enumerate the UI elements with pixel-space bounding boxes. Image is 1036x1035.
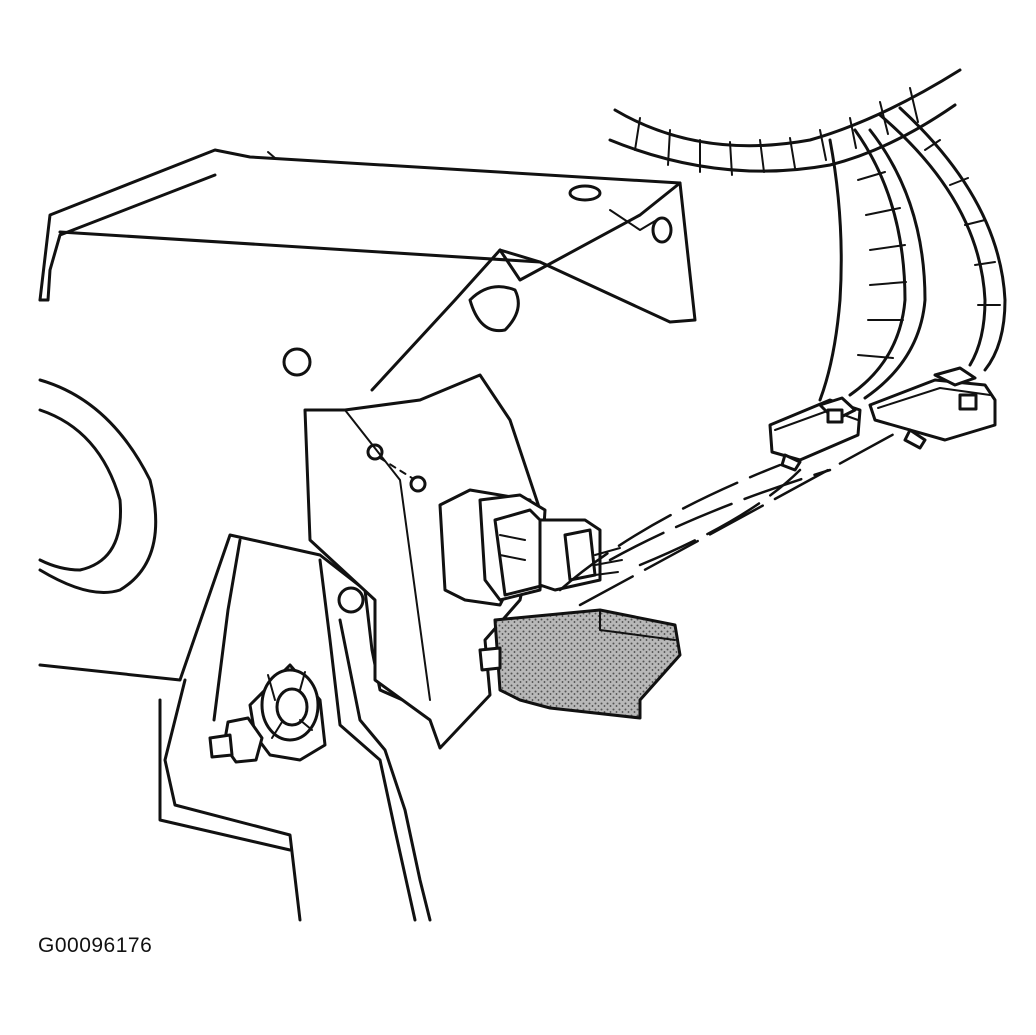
connector-routing-lines bbox=[558, 426, 907, 607]
pedal-assembly bbox=[38, 378, 432, 922]
harness-connector-right bbox=[868, 366, 997, 450]
pedal-pivot-bolt bbox=[208, 663, 327, 764]
figure-id-label: G00096176 bbox=[38, 934, 153, 957]
support-bracket bbox=[38, 148, 697, 392]
harness-connector-left bbox=[768, 396, 862, 472]
brake-light-switch bbox=[438, 488, 623, 607]
cruise-release-switch bbox=[478, 608, 682, 720]
wiring-harness-loom bbox=[608, 68, 1007, 402]
